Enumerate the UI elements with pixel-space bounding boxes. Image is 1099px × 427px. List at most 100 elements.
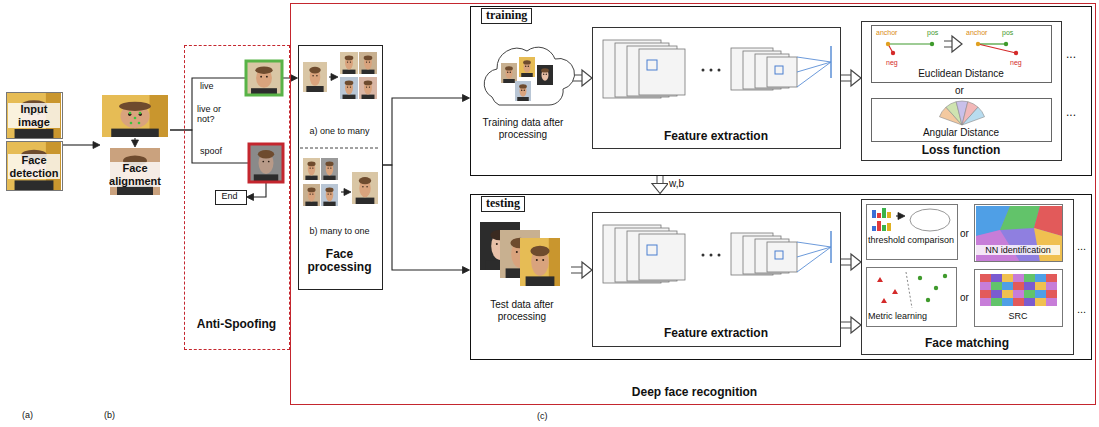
landmark-dot bbox=[138, 122, 141, 125]
code-cell bbox=[980, 298, 991, 306]
photo-hair bbox=[258, 150, 274, 158]
photo-hair bbox=[325, 162, 333, 167]
photo-ground bbox=[249, 144, 283, 182]
annotation: ... bbox=[1077, 303, 1086, 316]
photo-hair bbox=[255, 66, 272, 73]
photo-ground bbox=[340, 77, 358, 99]
code-cell bbox=[980, 274, 991, 282]
face-photo bbox=[249, 144, 283, 182]
ellipsis-dot bbox=[718, 69, 721, 72]
photo-suit bbox=[305, 176, 317, 180]
histogram-bar bbox=[887, 223, 891, 231]
code-cell bbox=[1046, 282, 1057, 290]
photo-eye bbox=[369, 61, 370, 62]
photo-eye bbox=[330, 167, 331, 168]
anchor-dot bbox=[886, 42, 890, 46]
face-photo bbox=[340, 77, 358, 99]
node-text: testing bbox=[481, 196, 525, 212]
photo-ground bbox=[321, 184, 338, 206]
kernel bbox=[647, 60, 657, 70]
photo-suit bbox=[15, 180, 54, 190]
kernel bbox=[775, 66, 783, 74]
process-box: Face matching threshold comparison NN iden… bbox=[861, 199, 1074, 355]
annotation: (b) bbox=[104, 410, 115, 420]
node-text: training bbox=[481, 8, 532, 24]
photo-suit bbox=[517, 97, 529, 101]
photo-frame bbox=[249, 144, 283, 182]
ellipsis-dot bbox=[702, 254, 705, 257]
node-text: Face matching bbox=[863, 337, 1071, 351]
method-box: threshold comparison bbox=[866, 204, 958, 260]
fc-layer bbox=[830, 46, 832, 78]
feature-map bbox=[639, 49, 685, 95]
node-text: Face detection bbox=[8, 154, 60, 179]
fc-line bbox=[797, 57, 831, 62]
face-photo bbox=[303, 158, 320, 180]
arrow-head bbox=[851, 70, 861, 86]
photo-eye bbox=[128, 113, 131, 116]
photo-eye bbox=[312, 193, 313, 194]
photo-eye bbox=[510, 72, 511, 73]
annotation: neg bbox=[886, 59, 898, 67]
photo-suit bbox=[356, 198, 375, 204]
arrow-head bbox=[898, 213, 905, 220]
method-box: NN identification bbox=[974, 204, 1063, 262]
photo-suit bbox=[539, 81, 551, 85]
photo-eye bbox=[327, 193, 328, 194]
photo-ground bbox=[520, 238, 560, 286]
process-box: a) one to manyb) many to oneFace process… bbox=[298, 45, 383, 290]
edge-label: spoof bbox=[199, 146, 223, 156]
connector bbox=[841, 254, 861, 270]
face-photo bbox=[352, 172, 378, 204]
photo-hair bbox=[359, 177, 371, 184]
face-photo bbox=[246, 61, 282, 95]
code-cell bbox=[1035, 282, 1046, 290]
arrow-head bbox=[851, 317, 861, 333]
photo-eye bbox=[316, 75, 317, 76]
map-region bbox=[1000, 206, 1040, 230]
photo-ground bbox=[352, 172, 378, 204]
anchor-dot bbox=[976, 42, 980, 46]
annotation: ... bbox=[1066, 48, 1076, 62]
angle-sector bbox=[962, 107, 985, 125]
photo-ground bbox=[321, 158, 338, 180]
code-cell bbox=[1024, 282, 1035, 290]
method-box: Euclidean Distance bbox=[871, 25, 1052, 83]
landmark-dot bbox=[139, 112, 142, 115]
feature-map bbox=[767, 242, 797, 272]
small-arrow bbox=[341, 189, 351, 196]
face-photo bbox=[359, 52, 377, 74]
node-text: Face alignment bbox=[102, 162, 168, 187]
photo-hair bbox=[345, 81, 354, 86]
code-cell bbox=[1013, 282, 1024, 290]
photo-eye bbox=[312, 75, 313, 76]
photo-suit bbox=[521, 73, 533, 77]
kernel bbox=[647, 245, 657, 255]
arrow-head bbox=[851, 254, 861, 270]
neg-link bbox=[978, 44, 1016, 53]
photo-ground bbox=[340, 52, 358, 74]
photo-suit bbox=[362, 95, 375, 99]
code-cell bbox=[1002, 290, 1013, 298]
connector bbox=[383, 95, 470, 166]
node-text: Input image bbox=[8, 103, 60, 128]
process-box: Feature extraction bbox=[592, 27, 841, 149]
edge-label: live bbox=[199, 81, 215, 91]
connector bbox=[383, 165, 470, 274]
pos-sample bbox=[943, 274, 947, 278]
code-cell bbox=[1013, 298, 1024, 306]
ellipsis-dot bbox=[710, 254, 713, 257]
photo-eye bbox=[536, 259, 538, 261]
face-photo bbox=[7, 93, 61, 138]
kernel bbox=[775, 251, 783, 259]
face-photo bbox=[537, 65, 553, 85]
histogram-bar bbox=[872, 210, 876, 218]
method-box: Angular Distance bbox=[871, 98, 1052, 142]
photo-hair bbox=[119, 102, 151, 111]
node-text: b) many to one bbox=[300, 226, 380, 236]
small-arrow bbox=[896, 213, 905, 220]
cnn-illustration bbox=[603, 225, 831, 283]
separator-line bbox=[906, 272, 912, 308]
